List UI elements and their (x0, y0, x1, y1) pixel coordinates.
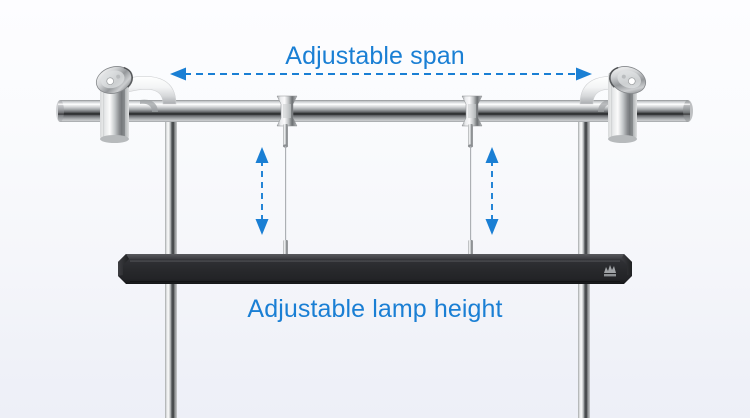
adjustable-lamp-height-label: Adjustable lamp height (247, 295, 503, 323)
vertical-double-arrow-right (485, 147, 499, 235)
horizontal-steel-rail (56, 100, 693, 122)
adjustable-span-label: Adjustable span (285, 42, 465, 70)
horizontal-double-arrow (170, 67, 592, 81)
corner-clamp-left (95, 66, 177, 143)
brand-emblem (604, 265, 616, 277)
hanger-assembly-left (276, 95, 298, 255)
corner-clamp-right (579, 66, 647, 143)
hanger-assembly-right (461, 95, 483, 255)
led-lamp-bar (118, 254, 632, 284)
vertical-double-arrow-left (255, 147, 269, 235)
